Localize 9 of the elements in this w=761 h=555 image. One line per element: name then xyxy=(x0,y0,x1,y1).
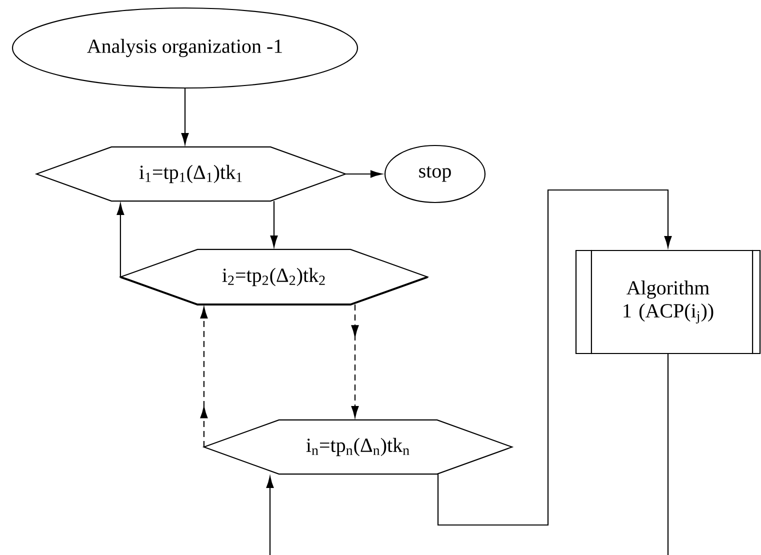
arrow xyxy=(351,304,359,418)
arrow xyxy=(437,189,672,526)
process-box: Algorithm 1 (ACP(i$_{j}$)) xyxy=(575,250,761,354)
arrow xyxy=(181,88,189,145)
arrow xyxy=(116,203,124,277)
arrow xyxy=(266,476,274,555)
arrow xyxy=(200,306,208,447)
arrow xyxy=(346,170,382,178)
arrow xyxy=(270,201,278,248)
